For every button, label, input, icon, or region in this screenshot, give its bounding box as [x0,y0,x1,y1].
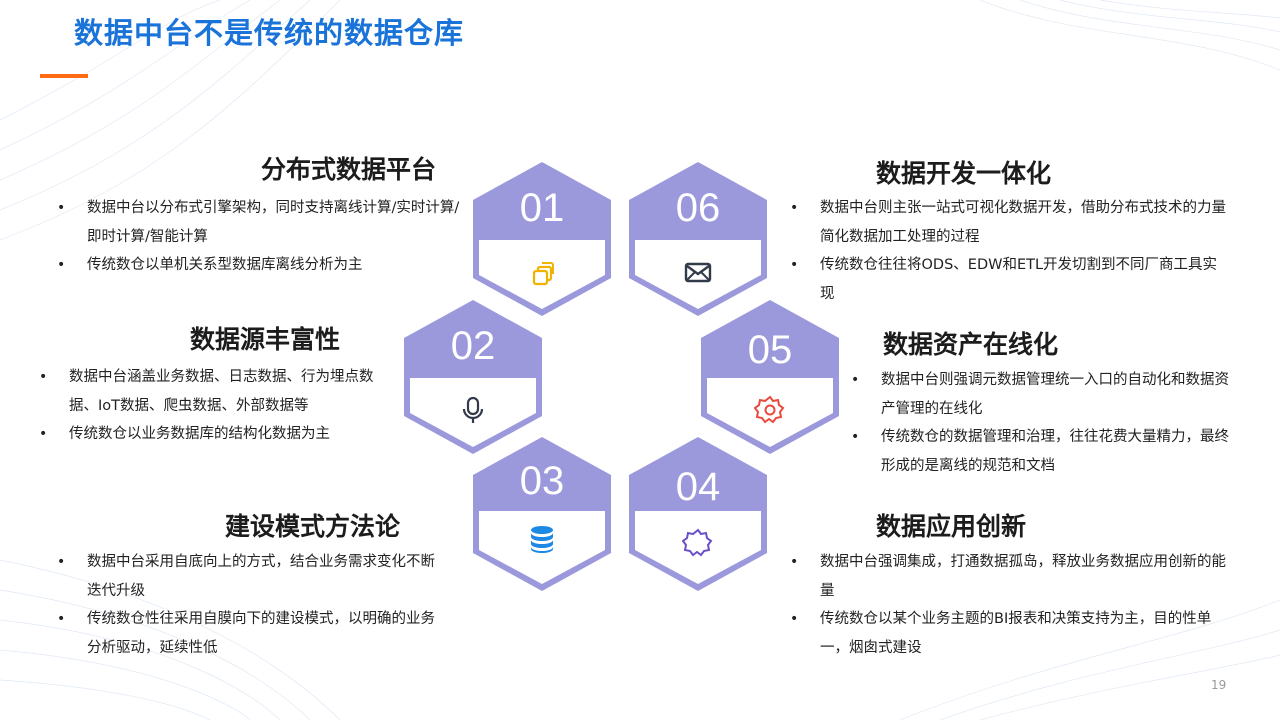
section-bullets-construction-methodology: 数据中台采用自底向上的方式，结合业务需求变化不断迭代升级 传统数仓性往采用自膜向… [57,548,447,662]
gear-icon [754,395,785,424]
title-accent-bar [40,74,88,78]
section-bullets-distributed-platform: 数据中台以分布式引擎架构，同时支持离线计算/实时计算/即时计算/智能计算 传统数… [57,194,467,280]
hexagon-04: 04 [627,435,769,593]
section-bullets-data-source-richness: 数据中台涵盖业务数据、日志数据、行为埋点数据、IoT数据、爬虫数据、外部数据等 … [39,363,384,449]
mail-icon [684,262,712,283]
hexagon-02: 02 [402,298,544,456]
copy-icon [532,262,554,286]
bullet-item: 数据中台则强调元数据管理统一入口的自动化和数据资产管理的在线化 [851,366,1236,423]
hexagon-06: 06 [627,160,769,318]
section-bullets-application-innovation: 数据中台强调集成，打通数据孤岛，释放业务数据应用创新的能量 传统数仓以某个业务主… [790,548,1230,662]
bullet-item: 数据中台强调集成，打通数据孤岛，释放业务数据应用创新的能量 [790,548,1230,605]
hexagon-number: 06 [675,186,721,230]
section-title-distributed-platform: 分布式数据平台 [261,155,437,184]
section-title-construction-methodology: 建设模式方法论 [225,512,401,541]
section-title-asset-online: 数据资产在线化 [883,330,1059,359]
hexagon-05: 05 [699,298,841,456]
section-title-dev-integration: 数据开发一体化 [876,159,1052,188]
hexagon-03: 03 [471,435,613,593]
hexagon-01: 01 [471,160,613,318]
microphone-icon [462,396,484,423]
bullet-item: 传统数仓的数据管理和治理，往往花费大量精力，最终形成的是离线的规范和文档 [851,423,1236,480]
bullet-item: 传统数仓以业务数据库的结构化数据为主 [39,420,384,449]
bullet-item: 传统数仓往往将ODS、EDW和ETL开发切割到不同厂商工具实现 [790,251,1230,308]
bullet-item: 数据中台则主张一站式可视化数据开发，借助分布式技术的力量简化数据加工处理的过程 [790,194,1230,251]
section-bullets-dev-integration: 数据中台则主张一站式可视化数据开发，借助分布式技术的力量简化数据加工处理的过程 … [790,194,1230,308]
bullet-item: 数据中台以分布式引擎架构，同时支持离线计算/实时计算/即时计算/智能计算 [57,194,467,251]
bullet-item: 数据中台采用自底向上的方式，结合业务需求变化不断迭代升级 [57,548,447,605]
hexagon-number: 04 [675,465,721,509]
hexagon-number: 03 [519,459,565,503]
bullet-item: 传统数仓性往采用自膜向下的建设模式，以明确的业务分析驱动，延续性低 [57,605,447,662]
bullet-item: 数据中台涵盖业务数据、日志数据、行为埋点数据、IoT数据、爬虫数据、外部数据等 [39,363,384,420]
section-title-data-source-richness: 数据源丰富性 [190,325,341,354]
bullet-item: 传统数仓以某个业务主题的BI报表和决策支持为主，目的性单一，烟囱式建设 [790,605,1230,662]
section-title-application-innovation: 数据应用创新 [876,512,1027,541]
hexagon-number: 02 [450,324,496,368]
section-bullets-asset-online: 数据中台则强调元数据管理统一入口的自动化和数据资产管理的在线化 传统数仓的数据管… [851,366,1236,480]
database-icon [531,526,553,553]
hexagon-number: 01 [519,186,565,230]
hexagon-number: 05 [747,328,793,372]
puzzle-gear-icon [682,528,713,557]
page-title: 数据中台不是传统的数据仓库 [74,16,465,50]
page-number: 19 [1211,678,1227,692]
bullet-item: 传统数仓以单机关系型数据库离线分析为主 [57,251,467,280]
